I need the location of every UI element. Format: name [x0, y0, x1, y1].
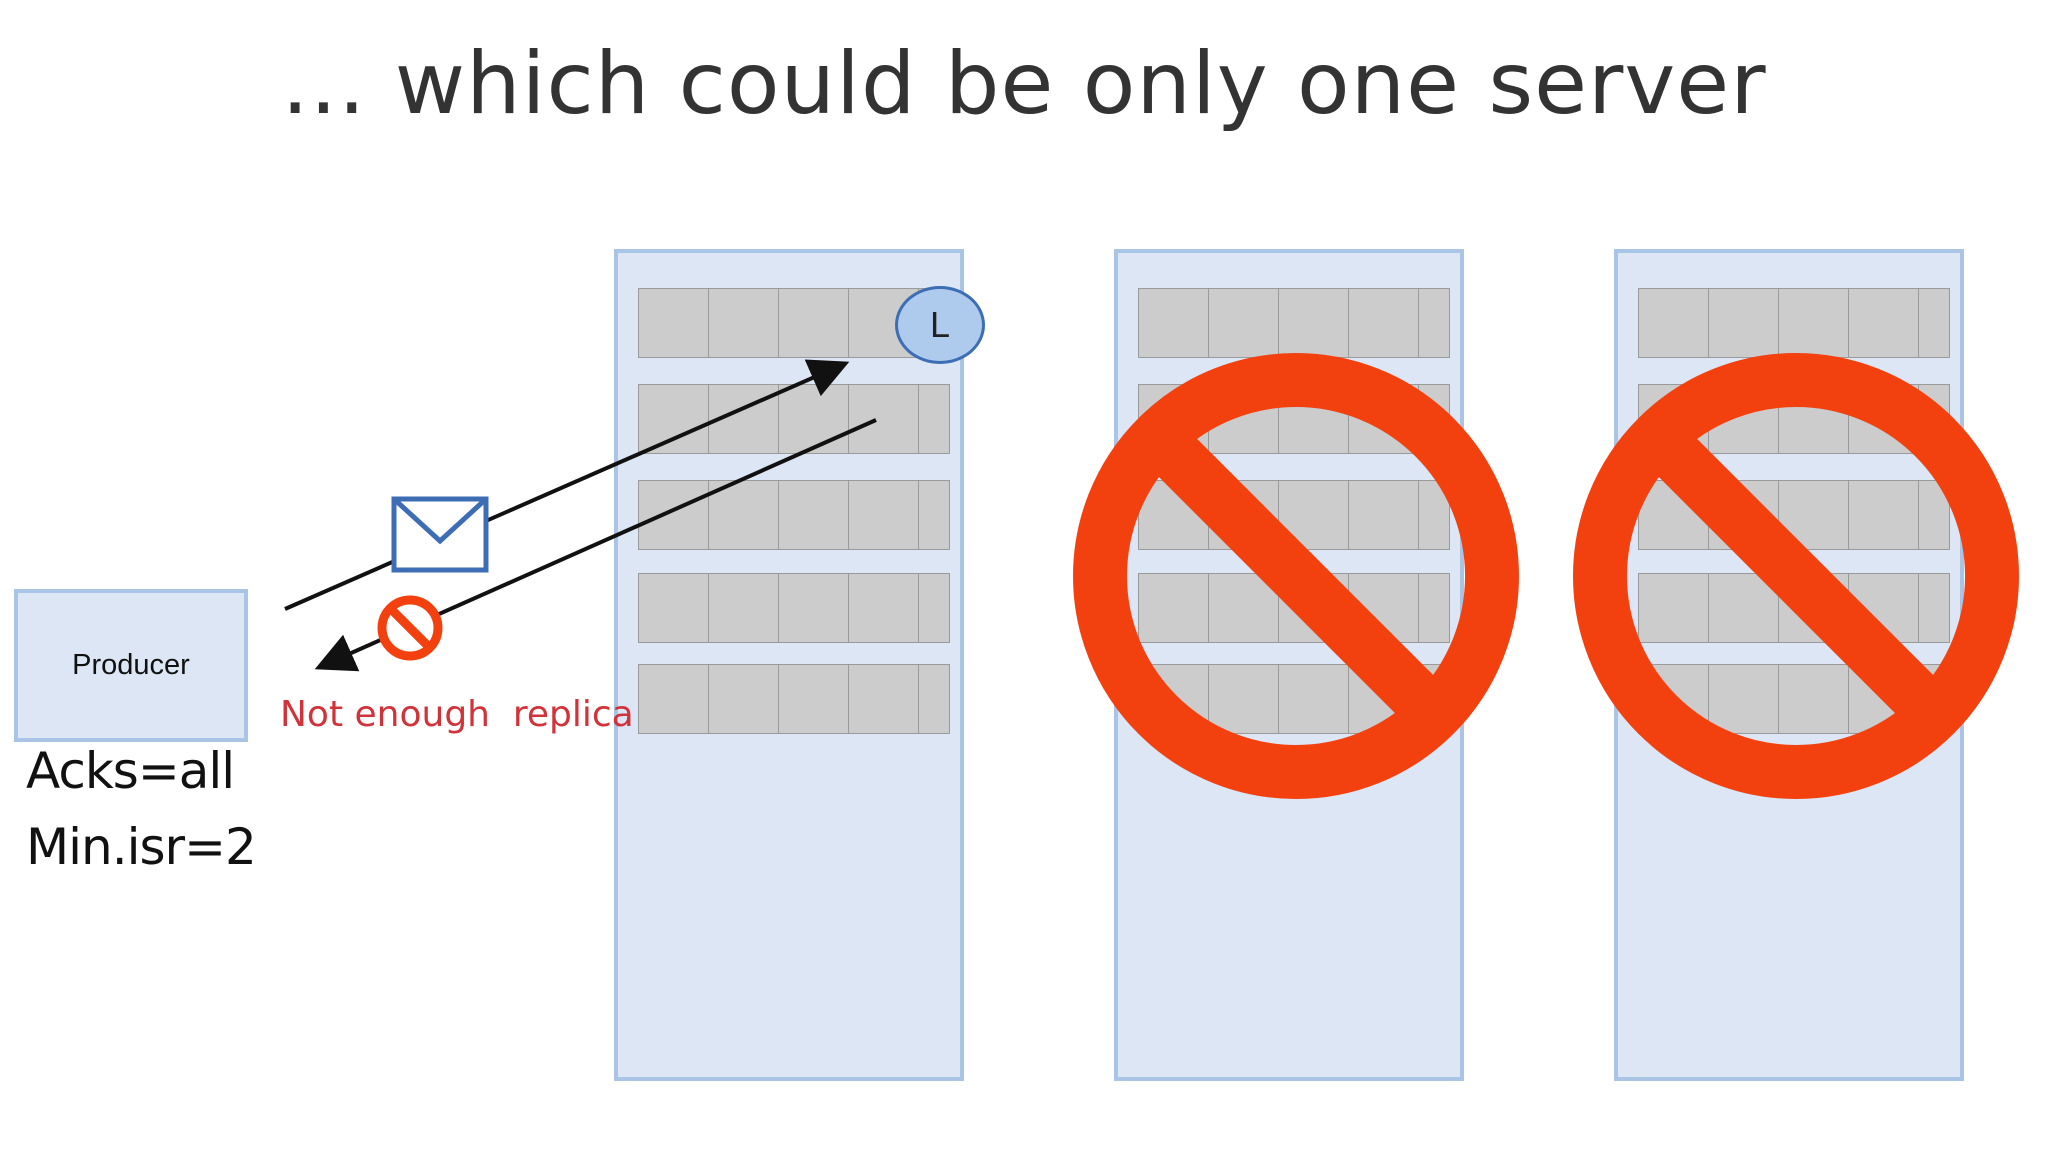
min-isr-config: Min.isr=2 [26, 818, 257, 876]
partition-row [638, 664, 950, 734]
producer-box: Producer [14, 589, 248, 742]
slide-title: ... which could be only one server [281, 34, 1767, 134]
partition-row [638, 480, 950, 550]
error-message: Not enough replica [280, 694, 634, 735]
partition-row [1138, 288, 1450, 358]
partition-row [638, 573, 950, 643]
server-3-prohibition-icon [1573, 353, 2019, 799]
request-arrow [284, 359, 850, 611]
envelope-icon [391, 496, 489, 573]
leader-marker: L [895, 286, 985, 364]
acks-config: Acks=all [26, 742, 235, 800]
partition-row [1638, 288, 1950, 358]
prohibition-icon [377, 595, 443, 661]
producer-label: Producer [72, 649, 190, 681]
server-2-prohibition-icon [1073, 353, 1519, 799]
